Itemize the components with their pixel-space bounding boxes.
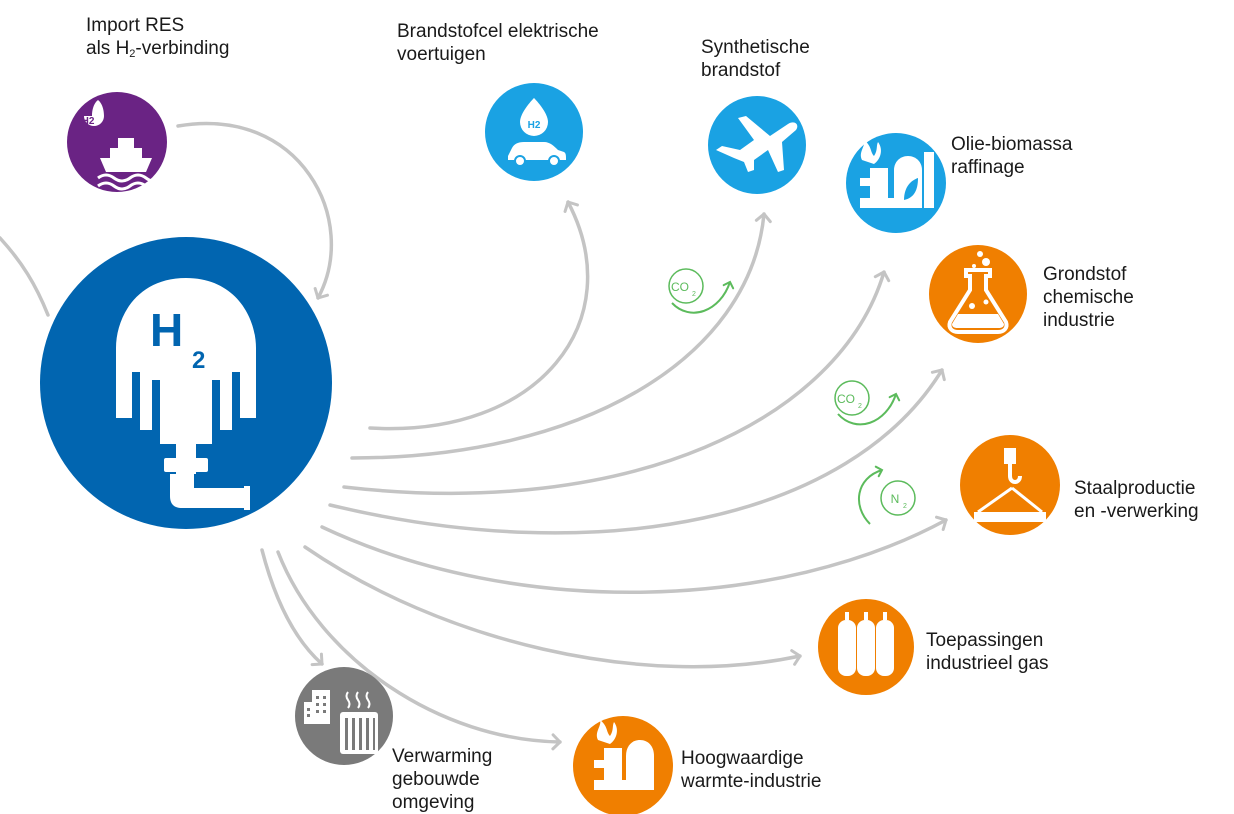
chemical-label: Grondstof chemische industrie [1043, 264, 1134, 331]
flask-icon [947, 251, 1009, 334]
radiator-building-icon [304, 690, 378, 754]
high-heat-node [573, 716, 673, 814]
svg-text:CO: CO [671, 280, 689, 294]
svg-text:2: 2 [858, 403, 862, 410]
flow-arrow-import [176, 121, 334, 300]
svg-text:H: H [150, 304, 183, 356]
flow-arrow-steel [320, 515, 948, 594]
chemical-node [929, 245, 1027, 343]
flow-arrow-industrial-gas [303, 545, 802, 669]
flow-arrow-chemical [328, 368, 946, 535]
import-label-line1: Import RES [86, 15, 185, 36]
import-label: Import RES als H2-verbinding [86, 14, 229, 66]
high-heat-label: Hoogwaardige warmte-industrie [681, 748, 822, 792]
steel-node [960, 435, 1060, 535]
heating-node [295, 667, 393, 765]
gas-cylinders-icon [838, 612, 894, 676]
car-with-h2-drop-icon: H2 [508, 98, 566, 167]
flow-arrow-synthetic-fuel [350, 212, 772, 460]
import-label-line2: als H2-verbinding [86, 38, 230, 60]
refinery-node [846, 133, 946, 233]
airplane-icon [716, 116, 798, 172]
co2-input-synthetic-fuel: CO 2 [668, 268, 735, 314]
industrial-heat-icon [594, 720, 654, 790]
svg-text:H2: H2 [528, 120, 541, 131]
refinery-icon [860, 140, 934, 208]
import-node: H2 [67, 92, 167, 192]
refinery-label: Olie-biomassa raffinage [951, 134, 1073, 178]
flow-arrow-heating [260, 548, 324, 667]
hydrogen-storage-tank-icon [116, 278, 256, 510]
n2-input-steel: N 2 [858, 465, 916, 525]
flow-arrow-high-heat [276, 550, 562, 751]
hydrogen-hub: H 2 [40, 237, 332, 529]
flow-arrow-left-offscreen [0, 236, 50, 317]
flow-arrow-fuel-cell [368, 200, 590, 431]
synthetic-fuel-node [708, 96, 806, 194]
flow-arrow-refinery [342, 270, 891, 495]
svg-text:H2: H2 [82, 116, 95, 127]
industrial-gas-label: Toepassingen industrieel gas [926, 630, 1049, 674]
steel-label: Staalproductie en -verwerking [1074, 478, 1199, 522]
svg-text:2: 2 [192, 347, 205, 374]
fuel-cell-label: Brandstofcel elektrische voertuigen [397, 21, 599, 65]
fuel-cell-node: H2 [485, 83, 583, 181]
synthetic-fuel-label: Synthetische brandstof [701, 37, 810, 81]
svg-text:N: N [891, 492, 900, 506]
svg-text:2: 2 [692, 291, 696, 298]
crane-hook-icon [974, 448, 1046, 522]
heating-label: Verwarming gebouwde omgeving [392, 746, 493, 813]
industrial-gas-node [818, 599, 914, 695]
svg-text:CO: CO [837, 392, 855, 406]
co2-input-chemical: CO 2 [834, 380, 901, 426]
ship-icon: H2 [82, 100, 158, 191]
svg-text:2: 2 [903, 503, 907, 510]
